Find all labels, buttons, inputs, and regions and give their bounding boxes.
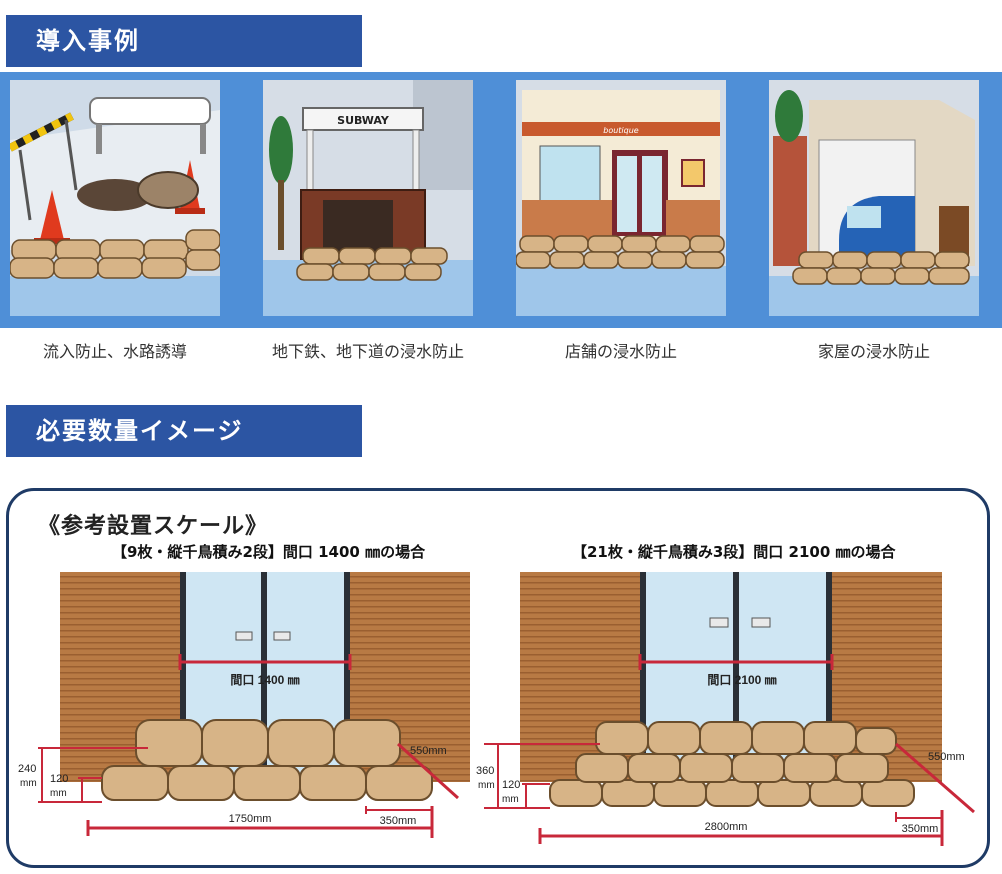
left-sandbag-stack [101, 719, 433, 801]
right-height-total: 360 [476, 765, 494, 777]
left-opening-label: 間口 1400 ㎜ [230, 673, 299, 687]
right-height-unit: mm [478, 780, 495, 791]
subway-sign: SUBWAY [337, 114, 390, 127]
quantity-heading: 必要数量イメージ [6, 405, 362, 457]
left-height-bag-unit: mm [50, 788, 67, 799]
right-case-heading: 【21枚・縦千鳥積み3段】間口 2100 ㎜の場合 [572, 543, 896, 561]
left-bag-width-label: 350mm [380, 815, 417, 827]
example-panel-subway: SUBWAY [263, 80, 473, 316]
caption-house: 家屋の浸水防止 [817, 342, 930, 361]
right-opening-label: 間口 2100 ㎜ [707, 673, 776, 687]
right-depth-label: 550mm [928, 751, 965, 763]
caption-shop: 店舗の浸水防止 [564, 342, 677, 361]
left-height-bag: 120 [50, 773, 68, 785]
right-sandbag-stack [549, 721, 915, 807]
examples-heading: 導入事例 [6, 15, 362, 67]
inflow-illustration [10, 80, 220, 316]
scale-title: 《参考設置スケール》 [38, 514, 269, 539]
right-width-label: 2800mm [705, 821, 748, 833]
left-height-unit: mm [20, 778, 37, 789]
subway-illustration: SUBWAY [263, 80, 473, 316]
left-width-label: 1750mm [229, 813, 272, 825]
shop-illustration: boutique [516, 80, 726, 316]
right-scale-scene: 間口 2100 ㎜ 360 mm 120 mm 550mm 2800mm 350… [476, 572, 975, 846]
left-case-heading: 【9枚・縦千鳥積み2段】間口 1400 ㎜の場合 [112, 543, 426, 561]
right-height-bag-unit: mm [502, 794, 519, 805]
caption-inflow: 流入防止、水路誘導 [42, 342, 187, 361]
house-illustration [769, 80, 979, 316]
right-height-bag: 120 [502, 779, 520, 791]
right-bag-width-label: 350mm [902, 823, 939, 835]
left-depth-label: 550mm [410, 745, 447, 757]
caption-subway: 地下鉄、地下道の浸水防止 [271, 342, 464, 361]
left-scale-scene: 間口 1400 ㎜ 240 mm 120 mm 550mm 1750mm 350… [18, 572, 470, 838]
boutique-sign: boutique [603, 126, 639, 135]
left-height-total: 240 [18, 763, 36, 775]
example-panel-inflow [10, 80, 220, 316]
example-panel-house [769, 80, 979, 316]
example-panel-shop: boutique [516, 80, 726, 316]
